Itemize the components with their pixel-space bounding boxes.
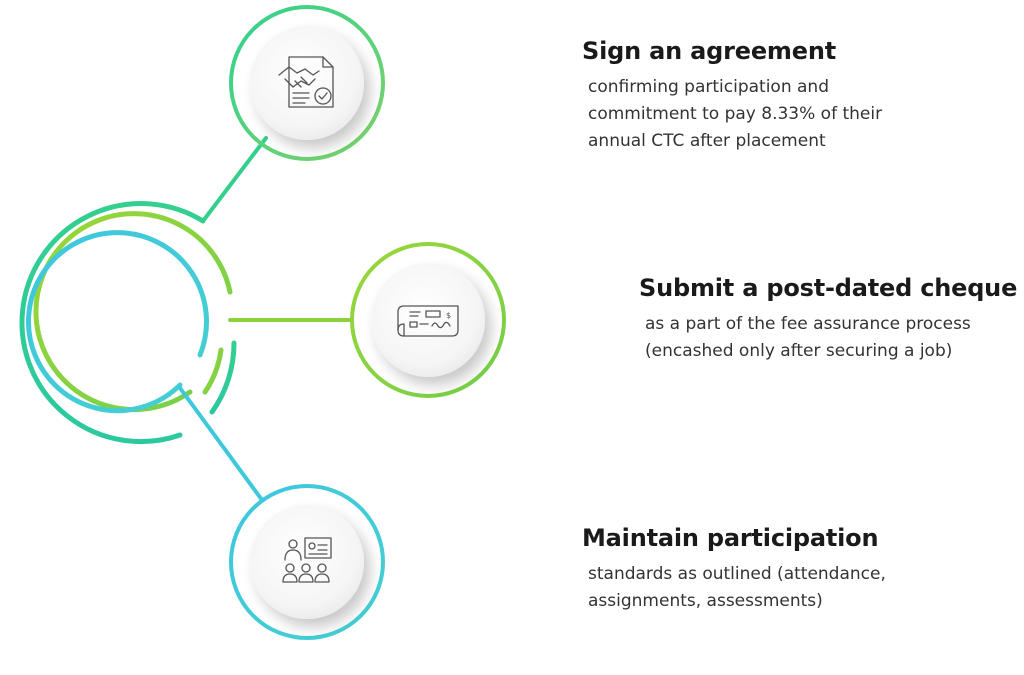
signed-agreement-handshake-icon bbox=[278, 56, 334, 108]
svg-text:$: $ bbox=[446, 311, 451, 320]
step-maintain-participation: Maintain participation standards as outl… bbox=[582, 523, 886, 615]
step-title: Submit a post-dated cheque bbox=[639, 274, 1018, 302]
node-disc-2 bbox=[371, 263, 485, 377]
presentation-audience-icon bbox=[282, 537, 332, 583]
node-ring-3 bbox=[229, 484, 385, 640]
node-discs bbox=[250, 26, 485, 619]
outer-ring bbox=[19, 201, 206, 445]
step-description-line: confirming participation and bbox=[588, 77, 829, 97]
step-description-line: assignments, assessments) bbox=[588, 591, 823, 611]
step-description-line: annual CTC after placement bbox=[588, 131, 826, 151]
middle-ring-lower-right bbox=[202, 347, 224, 395]
connector-3 bbox=[178, 386, 264, 502]
step-submit-cheque: Submit a post-dated cheque as a part of … bbox=[639, 273, 1017, 365]
step-description: as a part of the fee assurance process (… bbox=[645, 311, 1017, 365]
central-rings bbox=[19, 201, 237, 445]
connector-1 bbox=[201, 136, 268, 223]
node-disc-3 bbox=[250, 505, 364, 619]
step-description-line: (encashed only after securing a job) bbox=[645, 341, 953, 361]
cheque-icon: $ bbox=[397, 305, 459, 337]
inner-ring bbox=[25, 230, 209, 414]
step-description-line: standards as outlined (attendance, bbox=[588, 564, 886, 584]
connectors bbox=[178, 136, 354, 502]
step-description-line: commitment to pay 8.33% of their bbox=[588, 104, 883, 124]
outer-ring-lower-right bbox=[209, 340, 237, 415]
node-ring-1 bbox=[229, 5, 385, 161]
middle-ring bbox=[33, 211, 233, 413]
step-title: Maintain participation bbox=[582, 524, 879, 552]
step-title: Sign an agreement bbox=[582, 37, 836, 65]
node-rings bbox=[229, 5, 506, 640]
node-ring-2 bbox=[350, 242, 506, 398]
step-sign-agreement: Sign an agreement confirming participati… bbox=[582, 36, 882, 155]
step-description: standards as outlined (attendance, assig… bbox=[588, 561, 886, 615]
step-description: confirming participation and commitment … bbox=[588, 74, 882, 155]
step-description-line: as a part of the fee assurance process bbox=[645, 314, 971, 334]
